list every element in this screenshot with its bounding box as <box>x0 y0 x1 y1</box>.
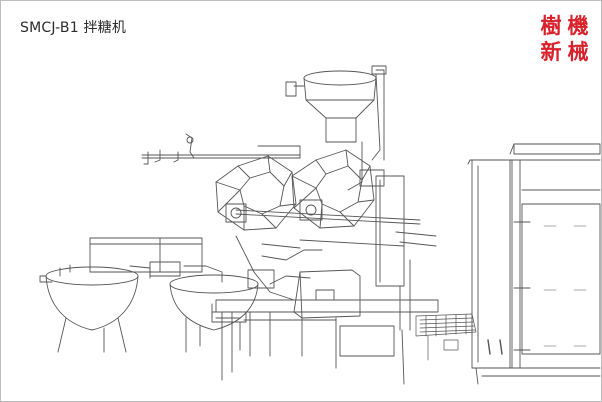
discharge-chute <box>235 235 323 301</box>
central-frame <box>359 169 437 331</box>
top-hopper <box>285 65 387 191</box>
cabinet-details <box>543 225 587 347</box>
left-work-box <box>89 237 223 283</box>
drying-cabinet <box>467 143 601 385</box>
logo-char-1: 樹 <box>540 13 562 38</box>
overhead-pipe <box>141 133 301 165</box>
right-kettle <box>169 274 259 353</box>
conveyor-base <box>211 299 439 385</box>
right-coating-drum <box>291 149 375 229</box>
logo-char-2: 機 <box>567 13 589 38</box>
cooling-conveyor <box>415 313 477 361</box>
figure-caption: SMCJ-B1 拌糖机 <box>20 20 127 36</box>
logo-char-3: 新 <box>540 39 562 64</box>
left-coating-drum <box>215 155 297 231</box>
company-logo: 樹 機 新 械 <box>538 13 592 65</box>
logo-char-4: 械 <box>567 39 589 64</box>
transfer-rail <box>235 209 421 249</box>
left-kettle <box>39 264 151 353</box>
